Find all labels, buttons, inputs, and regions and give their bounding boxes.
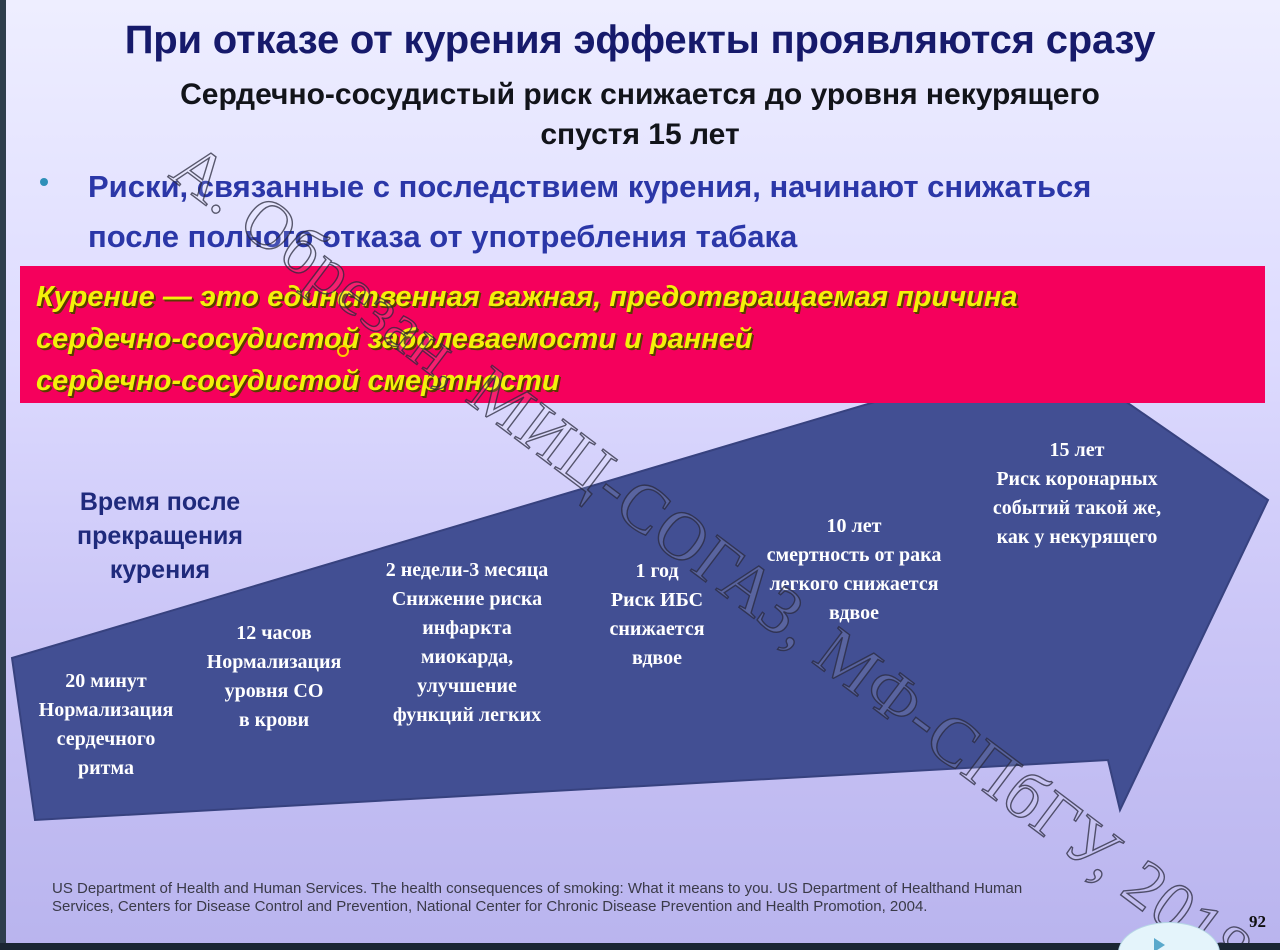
stage-line: улучшение (417, 675, 517, 697)
page-number: 92 (1249, 912, 1266, 931)
stage-time: 20 минут (65, 670, 147, 692)
footnote-line: Services, Centers for Disease Control an… (52, 898, 928, 915)
stage-12-hours: 12 часов Нормализация уровня СО в крови (186, 619, 362, 735)
stage-line: вдвое (632, 647, 682, 669)
stage-line: функций легких (392, 704, 542, 726)
stage-line: как у некурящего (996, 526, 1158, 548)
stage-20-minutes: 20 минут Нормализация сердечного ритма (16, 667, 196, 783)
banner-line: сердечно-сосудистой смертности (36, 365, 560, 397)
stage-line: миокарда, (420, 646, 514, 668)
subtitle-line: спустя 15 лет (540, 118, 740, 151)
arrow-label-line: курения (109, 556, 211, 584)
stage-line: Риск коронарных (996, 468, 1158, 490)
stage-line: снижается (609, 618, 705, 640)
banner-line: Курение — это единственная важная, предо… (36, 281, 1018, 313)
stage-line: Нормализация (38, 699, 174, 721)
stage-time: 15 лет (1049, 439, 1105, 461)
left-edge (0, 0, 6, 950)
stage-2-weeks-3-months: 2 недели-3 месяца Снижение риска инфаркт… (358, 556, 576, 730)
stage-1-year: 1 год Риск ИБС снижается вдвое (582, 557, 732, 673)
stage-line: сердечного (56, 728, 156, 750)
stage-10-years: 10 лет смертность от рака легкого снижае… (740, 512, 968, 628)
stage-line: легкого снижается (769, 573, 939, 595)
bullet-line: Риски, связанные с последствием курения,… (88, 169, 1092, 204)
bullet-text: Риски, связанные с последствием курения,… (88, 162, 1248, 262)
bottom-edge (0, 943, 1280, 950)
play-icon[interactable] (1154, 938, 1165, 950)
stage-time: 12 часов (236, 622, 312, 644)
bullet-icon (40, 178, 48, 186)
subtitle-line: Сердечно-сосудистый риск снижается до ур… (180, 78, 1100, 111)
stage-line: в крови (238, 709, 310, 731)
banner-line: сердечно-сосудистой заболеваемости и ран… (36, 323, 753, 355)
arrow-label-line: Время после (79, 488, 241, 516)
key-message-text: Курение — это единственная важная, предо… (36, 276, 1251, 402)
stage-line: Нормализация (206, 651, 342, 673)
stage-time: 2 недели-3 месяца (385, 559, 549, 581)
arrow-axis-label: Время после прекращения курения (40, 485, 280, 587)
stage-line: Снижение риска (391, 588, 543, 610)
stage-line: смертность от рака (766, 544, 942, 566)
stage-line: инфаркта (422, 617, 512, 639)
stage-line: ритма (78, 757, 134, 779)
pointer-dot-icon (337, 345, 349, 357)
arrow-label-line: прекращения (76, 522, 243, 550)
stage-time: 10 лет (826, 515, 882, 537)
source-footnote: US Department of Health and Human Servic… (52, 880, 1232, 916)
slide-title: При отказе от курения эффекты проявляютс… (124, 18, 1156, 62)
stage-line: событий такой же, (992, 497, 1162, 519)
stage-line: вдвое (829, 602, 879, 624)
key-message-banner (20, 266, 1265, 403)
footnote-line: US Department of Health and Human Servic… (52, 880, 1023, 897)
bullet-line: после полного отказа от употребления таб… (88, 219, 798, 254)
stage-time: 1 год (635, 560, 679, 582)
slide-subtitle: Сердечно-сосудистый риск снижается до ур… (80, 75, 1200, 155)
stage-15-years: 15 лет Риск коронарных событий такой же,… (962, 436, 1192, 552)
stage-line: уровня СО (224, 680, 324, 702)
stage-line: Риск ИБС (610, 589, 704, 611)
